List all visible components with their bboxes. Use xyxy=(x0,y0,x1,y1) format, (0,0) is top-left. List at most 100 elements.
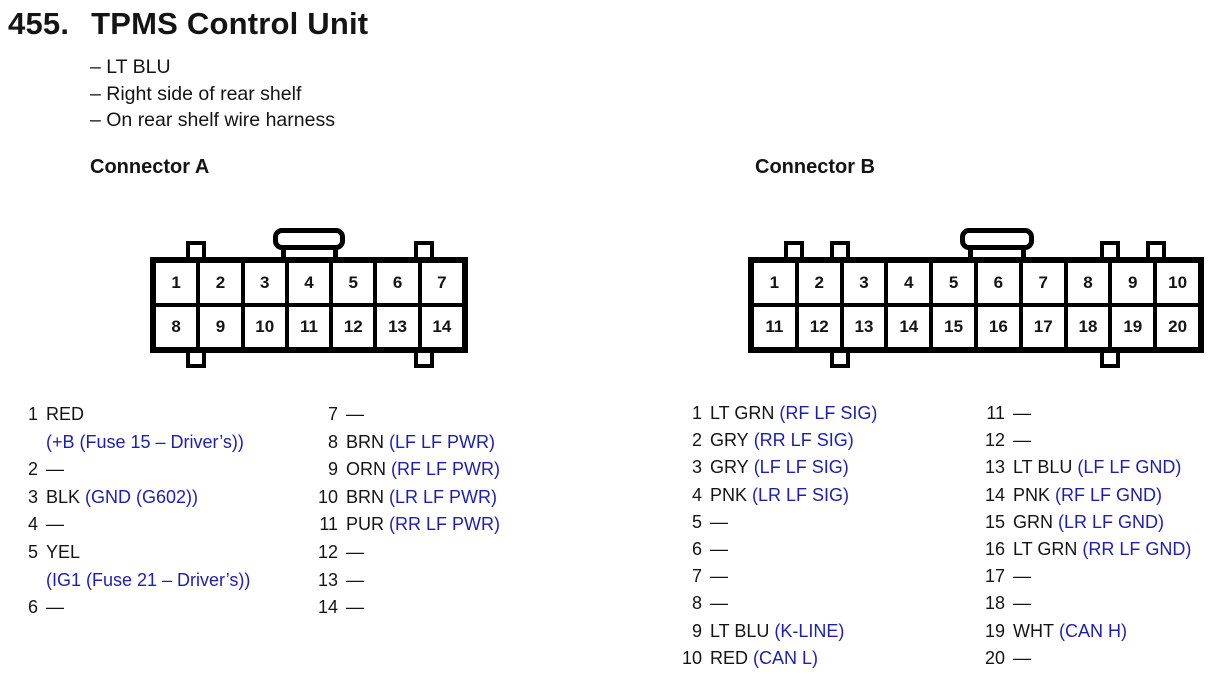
pin-number: 1 xyxy=(691,403,702,423)
wire-color: — xyxy=(46,597,64,618)
wire-color: — xyxy=(710,593,728,614)
pin-number: 6 xyxy=(27,597,38,618)
pin-row: 1 RED(+B (Fuse 15 – Driver’s)) xyxy=(10,401,250,456)
pin-desc: PNK(RF LF GND) xyxy=(1013,482,1162,509)
pin-number: 10 xyxy=(317,486,338,507)
pin-number: 12 xyxy=(317,541,338,562)
pin-number: 11 xyxy=(319,514,338,535)
wire-color: GRY xyxy=(710,430,749,451)
connector-pin-cell: 18 xyxy=(1065,305,1111,349)
connector-b-latch xyxy=(960,228,1034,250)
pin-number: 5 xyxy=(27,541,38,562)
pin-row: 5— xyxy=(672,509,877,536)
connector-pin-cell: 9 xyxy=(1110,261,1156,305)
wire-color: BRN xyxy=(346,431,385,452)
page-title: 455.TPMS Control Unit xyxy=(8,6,368,42)
wire-color: LT GRN xyxy=(710,403,775,423)
wire-color: — xyxy=(1013,430,1031,451)
pin-number: 14 xyxy=(317,597,338,618)
note-line: – Right side of rear shelf xyxy=(90,82,302,105)
pin-row: 3 GRY(LF LF SIG) xyxy=(672,454,877,481)
pin-desc: LT GRN(RR LF GND) xyxy=(1013,536,1191,563)
pin-number: 10 xyxy=(681,647,702,668)
pin-desc: — xyxy=(1013,400,1031,427)
wire-color: LT BLU xyxy=(710,620,770,641)
connector-pin-cell: 14 xyxy=(419,305,464,349)
connector-pin-cell: 4 xyxy=(286,261,332,305)
pin-function: (LR LF SIG) xyxy=(752,484,850,505)
pin-desc: — xyxy=(710,536,728,563)
pin-number: 11 xyxy=(986,403,1005,423)
connector-pin-cell: 20 xyxy=(1155,305,1200,349)
wire-color: YEL xyxy=(46,541,81,562)
pin-desc: YEL (IG1 (Fuse 21 – Driver’s)) xyxy=(46,539,250,594)
title-text: TPMS Control Unit xyxy=(91,6,369,41)
pin-desc: WHT(CAN H) xyxy=(1013,618,1127,645)
wire-color: — xyxy=(346,404,364,424)
pin-row: 14 — xyxy=(308,594,500,622)
pin-row: 10 BRN(LR LF PWR) xyxy=(308,484,500,512)
connector-pin-cell: 12 xyxy=(331,305,376,349)
connector-pin-cell: 3 xyxy=(242,261,287,305)
pin-desc: — xyxy=(710,509,728,536)
pin-desc: GRY(LF LF SIG) xyxy=(710,454,849,481)
connector-pin-cell: 8 xyxy=(1065,261,1111,305)
pin-row: 6— xyxy=(10,594,250,622)
connector-pin-cell: 6 xyxy=(375,261,420,305)
pin-row: 6— xyxy=(672,536,877,563)
pin-number: 4 xyxy=(691,484,702,505)
pin-row: 2— xyxy=(10,456,250,484)
connector-pin-cell: 19 xyxy=(1110,305,1156,349)
pin-number: 1 xyxy=(27,404,38,424)
connector-pin-cell: 1 xyxy=(154,261,199,305)
pin-desc: — xyxy=(46,594,64,622)
connector-pin-cell: 10 xyxy=(1155,261,1200,305)
pin-function: (IG1 (Fuse 21 – Driver’s)) xyxy=(46,569,251,590)
pin-number: 13 xyxy=(317,569,338,590)
pin-number: 7 xyxy=(327,404,338,424)
connector-pin-cell: 14 xyxy=(886,305,932,349)
wire-color: PUR xyxy=(346,514,385,535)
pin-desc: — xyxy=(346,594,364,622)
connector-pin-cell: 16 xyxy=(975,305,1021,349)
pin-function: (GND (G602)) xyxy=(85,486,199,507)
pin-number: 2 xyxy=(27,459,38,480)
pin-desc: — xyxy=(1013,590,1031,617)
pin-row: 20— xyxy=(975,645,1191,672)
pin-desc: LT GRN(RF LF SIG) xyxy=(710,400,877,427)
pin-number: 6 xyxy=(691,539,702,560)
wire-color: BRN xyxy=(346,486,385,507)
wire-color: GRN xyxy=(1013,511,1053,532)
connector-pin-cell: 17 xyxy=(1020,305,1066,349)
pin-function: (RR LF SIG) xyxy=(753,430,854,451)
pin-number: 8 xyxy=(691,593,702,614)
pin-number: 9 xyxy=(327,459,338,480)
wire-color: — xyxy=(710,566,728,587)
pin-function: (RF LF PWR) xyxy=(391,459,500,480)
wire-color: — xyxy=(1013,403,1031,423)
pin-number: 14 xyxy=(984,484,1005,505)
connector-pin-cell: 1 xyxy=(752,261,797,305)
pin-function: (LR LF PWR) xyxy=(389,486,498,507)
pin-function: (LF LF GND) xyxy=(1077,457,1182,478)
pin-number: 3 xyxy=(691,457,702,478)
pin-desc: — xyxy=(1013,645,1031,672)
pin-row: 1 LT GRN(RF LF SIG) xyxy=(672,400,877,427)
connector-pin-cell: 5 xyxy=(331,261,376,305)
connector-pin-cell: 4 xyxy=(886,261,932,305)
connector-pin-cell: 12 xyxy=(796,305,842,349)
pin-function: (RR LF PWR) xyxy=(389,514,501,535)
pin-desc: RED(+B (Fuse 15 – Driver’s)) xyxy=(46,401,244,456)
pin-number: 19 xyxy=(984,620,1005,641)
wire-color: — xyxy=(346,541,364,562)
pin-row: 8— xyxy=(672,590,877,617)
pin-function: (CAN H) xyxy=(1058,620,1127,641)
pin-function: (LR LF GND) xyxy=(1058,511,1165,532)
connector-b-heading: Connector B xyxy=(755,156,875,178)
